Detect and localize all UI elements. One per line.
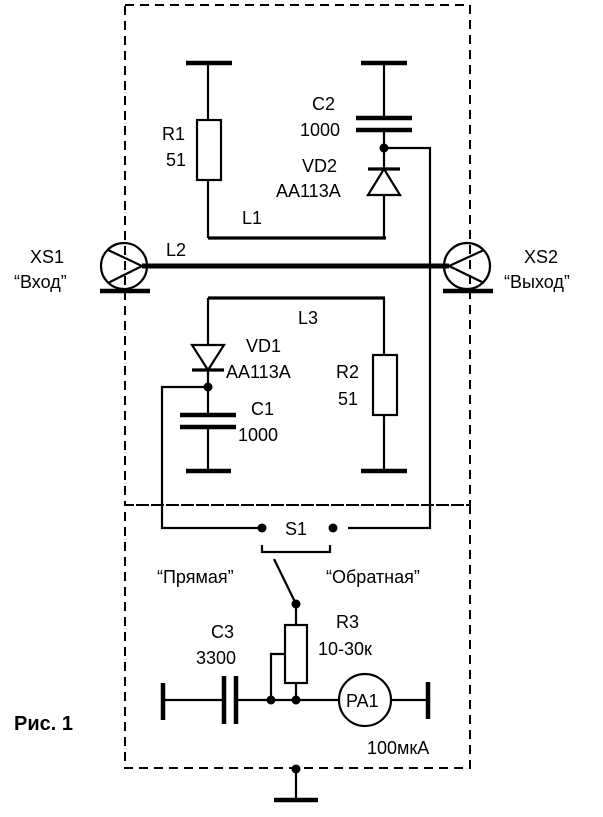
- pa1-label: PA1: [346, 691, 379, 711]
- s1-contact-direct: [257, 523, 267, 533]
- s1-switch: [257, 523, 338, 609]
- vd2-label: VD2: [302, 156, 337, 176]
- c3-r3-junction-b: [291, 695, 301, 705]
- figure-caption: Рис. 1: [14, 713, 73, 735]
- vd1-diode: [189, 343, 227, 373]
- s1-contact-reverse: [328, 523, 338, 533]
- c2-value: 1000: [300, 120, 340, 140]
- s1-label: S1: [285, 519, 307, 539]
- vd2-type: АА113А: [276, 181, 341, 201]
- c2-vd2-branch: [348, 60, 432, 530]
- c1-value: 1000: [238, 425, 278, 445]
- upper-shield-box: [124, 4, 471, 506]
- chassis-ground: [274, 764, 318, 803]
- xs1-label: XS1: [30, 247, 64, 267]
- vd1-label: VD1: [246, 336, 281, 356]
- c3-label: C3: [211, 622, 234, 642]
- r1-resistor: [195, 118, 223, 182]
- l3-label: L3: [298, 308, 318, 328]
- xs2-connector: [442, 241, 493, 294]
- xs2-connector-pin: [446, 248, 485, 284]
- l1-coupler: [186, 60, 386, 240]
- vd2-to-switch-wire: [348, 146, 432, 530]
- xs2-label: XS2: [524, 247, 558, 267]
- s1-lever: [273, 558, 297, 605]
- c2-label: C2: [312, 94, 335, 114]
- pa1-value: 100мкА: [367, 738, 429, 758]
- vd1-type: АА113А: [226, 362, 291, 382]
- r2-resistor: [371, 353, 399, 417]
- schematic-labels: XS1 “Вход” XS2 “Выход” L1 L2 L3 R1 51 C2…: [14, 94, 570, 758]
- l1-label: L1: [242, 208, 262, 228]
- xs1-description: “Вход”: [14, 272, 67, 292]
- l2-label: L2: [166, 240, 186, 260]
- vd2-diode: [366, 166, 402, 197]
- s1-direct-label: “Прямая”: [157, 567, 234, 587]
- r2-value: 51: [338, 389, 358, 409]
- meter-section: [160, 604, 431, 728]
- r3-label: R3: [336, 612, 359, 632]
- l3-coupler: [160, 296, 407, 530]
- c3-r3-junction-a: [266, 695, 276, 705]
- r1-label: R1: [162, 124, 185, 144]
- r2-label: R2: [336, 362, 359, 382]
- r3-wiper: [269, 652, 285, 700]
- c3-value: 3300: [196, 648, 236, 668]
- s1-reverse-label: “Обратная”: [326, 567, 420, 587]
- r1-value: 51: [166, 150, 186, 170]
- r3-value: 10-30к: [318, 639, 372, 659]
- c1-label: C1: [251, 399, 274, 419]
- xs2-description: “Выход”: [504, 272, 570, 292]
- s1-link: [260, 545, 332, 554]
- r3-resistor: [283, 623, 309, 685]
- vd1-to-switch-wire: [160, 385, 262, 530]
